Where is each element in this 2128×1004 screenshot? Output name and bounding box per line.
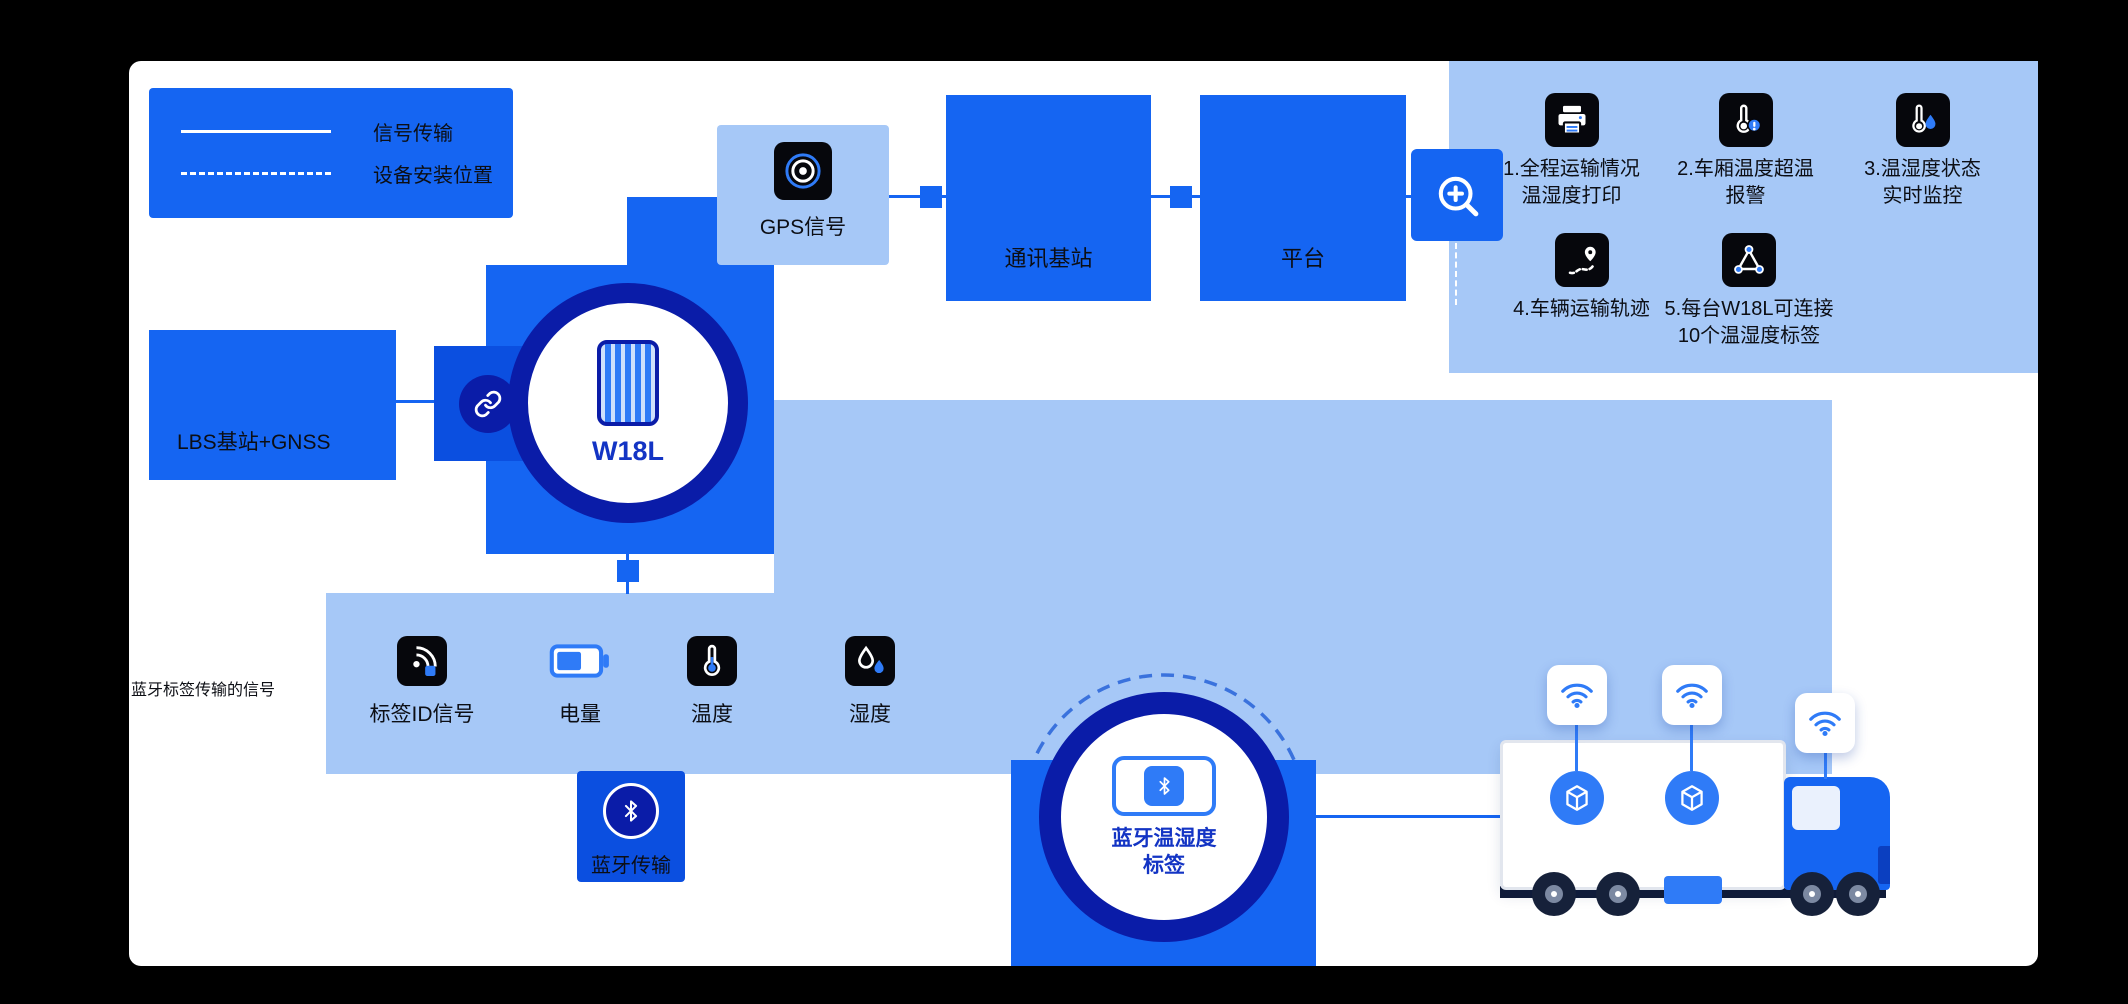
wifi-icon [1795,693,1855,753]
wifi-icon [1547,665,1607,725]
metric-item: 电量 [495,636,665,728]
legend-label: 设备安装位置 [373,164,493,187]
multi-tag-link-icon [1722,233,1776,287]
printer-icon [1544,93,1599,147]
legend-row-install: 设备安装位置 [181,152,513,194]
connector-line [1690,725,1693,771]
metric-item: 标签ID信号 [337,636,507,728]
solid-line-icon [181,129,331,133]
gps-signal-icon [774,142,832,200]
connector-line [1316,815,1500,818]
legend-row-signal: 信号传输 [181,110,513,152]
bluetooth-signal-note: 蓝牙标签传输的信号 [131,682,276,699]
gps-label: GPS信号 [759,216,847,239]
connector-line [396,400,436,403]
bluetooth-tag-circle: 蓝牙温湿度 标签 [1039,692,1289,942]
bluetooth-tag-device-icon [1112,755,1216,816]
metric-item: 温度 [627,636,797,728]
feature-item: 3.温湿度状态 实时监控 [1815,93,2030,210]
truck-wheel [1790,872,1834,916]
metric-label: 温度 [691,703,733,726]
truck-wheel [1836,872,1880,916]
connector-line [1824,753,1827,779]
cab-bumper [1878,846,1890,884]
connector-square [617,560,639,582]
legend-box: 信号传输 设备安装位置 [149,88,513,218]
feature-item: 1.全程运输情况 温湿度打印 [1464,93,1679,210]
temp-humidity-monitor-icon [1895,93,1950,147]
metric-label: 电量 [559,703,601,726]
package-tag-icon [1550,771,1604,825]
connector-line [1575,725,1578,771]
lbs-node: LBS基站+GNSS [149,330,396,480]
wifi-icon [1662,665,1722,725]
temperature-alarm-icon [1718,93,1773,147]
tag-id-signal-icon [397,636,447,686]
truck-cab [1784,777,1890,890]
dashed-connector [1455,243,1457,305]
metric-label: 标签ID信号 [369,703,475,726]
connector-square [1170,186,1192,208]
bluetooth-icon [1144,765,1184,806]
link-icon [459,374,517,433]
truck-cargo-box [1500,740,1786,890]
legend-label: 信号传输 [373,122,453,145]
feature-item: 4.车辆运输轨迹 [1474,233,1689,323]
platform-node: 平台 [1200,95,1406,301]
feature-label: 5.每台W18L可连接 10个温湿度标签 [1664,298,1834,347]
humidity-icon [845,636,895,686]
feature-label: 2.车厢温度超温 报警 [1677,158,1814,207]
lbs-label: LBS基站+GNSS [177,431,331,454]
magnifier-icon [1438,176,1479,217]
connector-square [920,186,942,208]
zoom-node [1411,149,1503,241]
bluetooth-tag-label: 蓝牙温湿度 标签 [1111,826,1217,877]
w18l-device-icon [597,339,659,426]
w18l-device-circle: W18L [508,283,748,523]
package-tag-icon [1665,771,1719,825]
cab-window [1792,786,1840,830]
vehicle-route-icon [1554,233,1609,287]
w18l-label: W18L [591,435,664,466]
gps-node: GPS信号 [717,125,889,265]
connector-line [889,195,946,198]
bluetooth-transfer-label: 蓝牙传输 [591,855,671,877]
truck-wheel [1532,872,1576,916]
feature-item: 5.每台W18L可连接 10个温湿度标签 [1634,233,1864,350]
temperature-icon [687,636,737,686]
feature-label: 3.温湿度状态 实时监控 [1864,158,1981,207]
connector-line [1406,195,1414,198]
battery-icon [549,636,611,686]
base-station-label: 通讯基站 [1004,246,1093,271]
metric-label: 湿度 [849,703,891,726]
feature-label: 1.全程运输情况 温湿度打印 [1503,158,1640,207]
feature-item: 2.车厢温度超温 报警 [1638,93,1853,210]
bluetooth-icon [603,783,659,839]
bluetooth-transfer-node: 蓝牙传输 [577,771,685,882]
feature-label: 4.车辆运输轨迹 [1513,298,1650,320]
dashed-arc [1020,673,1308,818]
truck-fuel-tank [1664,876,1722,904]
metric-item: 湿度 [785,636,955,728]
truck-wheel [1596,872,1640,916]
dashed-line-icon [181,171,331,175]
platform-label: 平台 [1280,246,1325,271]
base-station-node: 通讯基站 [946,95,1151,301]
